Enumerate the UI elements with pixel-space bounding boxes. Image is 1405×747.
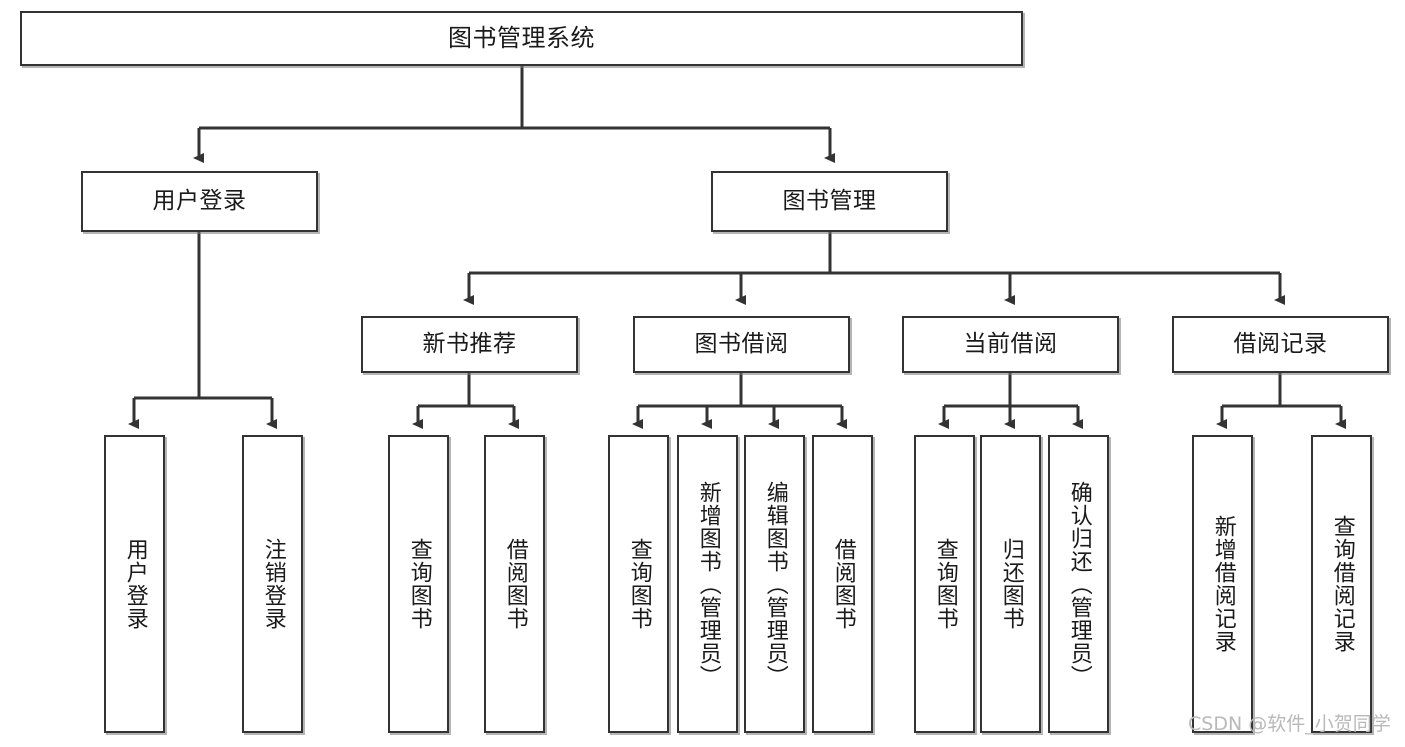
leaf-recommend-borrow-book[interactable]: 借阅图书 (484, 435, 545, 733)
node-new-book-recommend[interactable]: 新书推荐 (361, 316, 578, 373)
csdn-watermark: CSDN @软件_小贺同学 (1188, 713, 1391, 735)
node-label: 用户登录 (122, 538, 148, 630)
leaf-borrow-add-book[interactable]: 新增图书（管理员） (677, 435, 738, 733)
leaf-recommend-query-book[interactable]: 查询图书 (388, 435, 449, 733)
leaf-user-login-signout[interactable]: 注销登录 (242, 435, 303, 733)
node-root-system[interactable]: 图书管理系统 (20, 11, 1023, 66)
leaf-current-confirm-return[interactable]: 确认归还（管理员） (1048, 435, 1109, 733)
node-label: 新书推荐 (422, 330, 517, 357)
node-label: 查询图书 (626, 538, 652, 630)
leaf-borrow-query-book[interactable]: 查询图书 (608, 435, 669, 733)
node-label: 借阅记录 (1233, 330, 1328, 357)
leaf-current-return-book[interactable]: 归还图书 (980, 435, 1041, 733)
node-label: 注销登录 (260, 538, 286, 630)
node-label: 用户登录 (152, 187, 247, 214)
node-current-borrow[interactable]: 当前借阅 (902, 316, 1119, 373)
node-label: 编辑图书（管理员） (762, 480, 788, 688)
node-label: 新增图书（管理员） (695, 480, 721, 688)
node-label: 图书管理 (782, 187, 877, 214)
node-label: 查询图书 (932, 538, 958, 630)
node-label: 新增借阅记录 (1210, 515, 1236, 653)
node-label: 图书管理系统 (448, 24, 595, 53)
node-book-management[interactable]: 图书管理 (711, 171, 948, 232)
node-label: 图书借阅 (694, 330, 789, 357)
leaf-borrow-borrow-book[interactable]: 借阅图书 (812, 435, 873, 733)
node-label: 借阅图书 (830, 538, 856, 630)
leaf-record-add-record[interactable]: 新增借阅记录 (1192, 435, 1253, 733)
leaf-current-query-book[interactable]: 查询图书 (914, 435, 975, 733)
node-label: 查询借阅记录 (1329, 515, 1355, 653)
node-label: 确认归还（管理员） (1066, 480, 1092, 688)
node-book-borrow[interactable]: 图书借阅 (633, 316, 850, 373)
node-label: 当前借阅 (963, 330, 1058, 357)
node-borrow-record[interactable]: 借阅记录 (1172, 316, 1389, 373)
node-label: 查询图书 (406, 538, 432, 630)
leaf-record-query-record[interactable]: 查询借阅记录 (1311, 435, 1372, 733)
leaf-user-login-signin[interactable]: 用户登录 (104, 435, 165, 733)
node-user-login[interactable]: 用户登录 (81, 171, 318, 232)
node-label: 借阅图书 (502, 538, 528, 630)
node-label: 归还图书 (998, 538, 1024, 630)
leaf-borrow-edit-book[interactable]: 编辑图书（管理员） (744, 435, 805, 733)
